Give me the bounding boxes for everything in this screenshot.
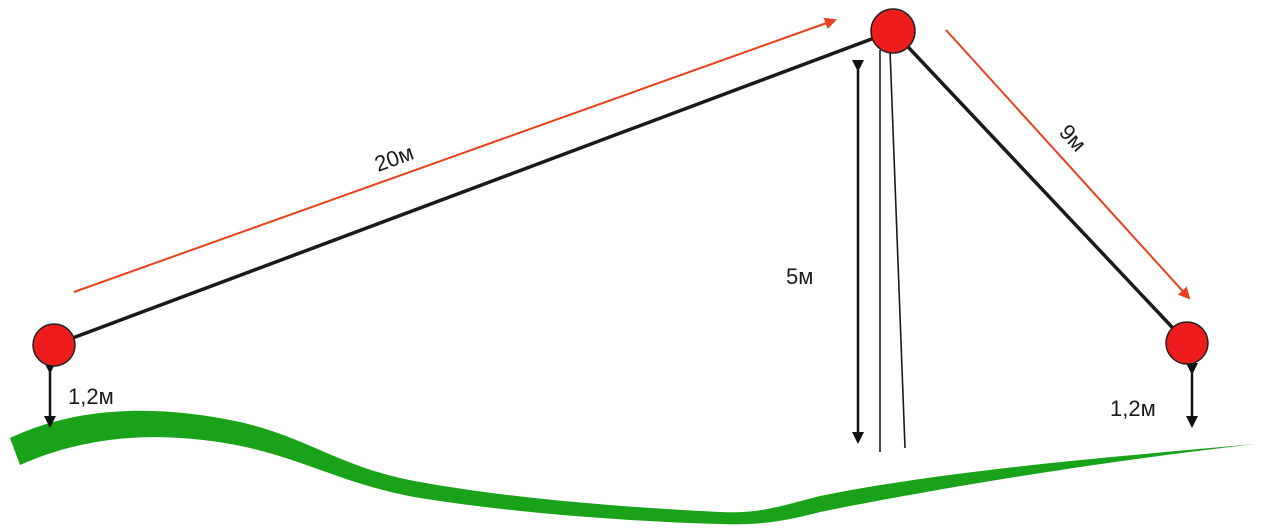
span-right-label: 9м (1054, 119, 1091, 156)
ground (10, 410, 1255, 525)
clearance-left-label: 1,2м (68, 384, 114, 409)
span-arrow-left (73, 17, 837, 293)
wire-left (53, 29, 894, 347)
node-left (32, 323, 76, 367)
span-arrow-right (945, 29, 1191, 300)
pole-line (889, 49, 906, 449)
pole-height-label: 5м (786, 264, 813, 289)
clearance-right-label: 1,2м (1110, 396, 1156, 421)
node-top (870, 8, 916, 54)
node-right (1165, 321, 1209, 365)
wire-right (891, 29, 1189, 345)
